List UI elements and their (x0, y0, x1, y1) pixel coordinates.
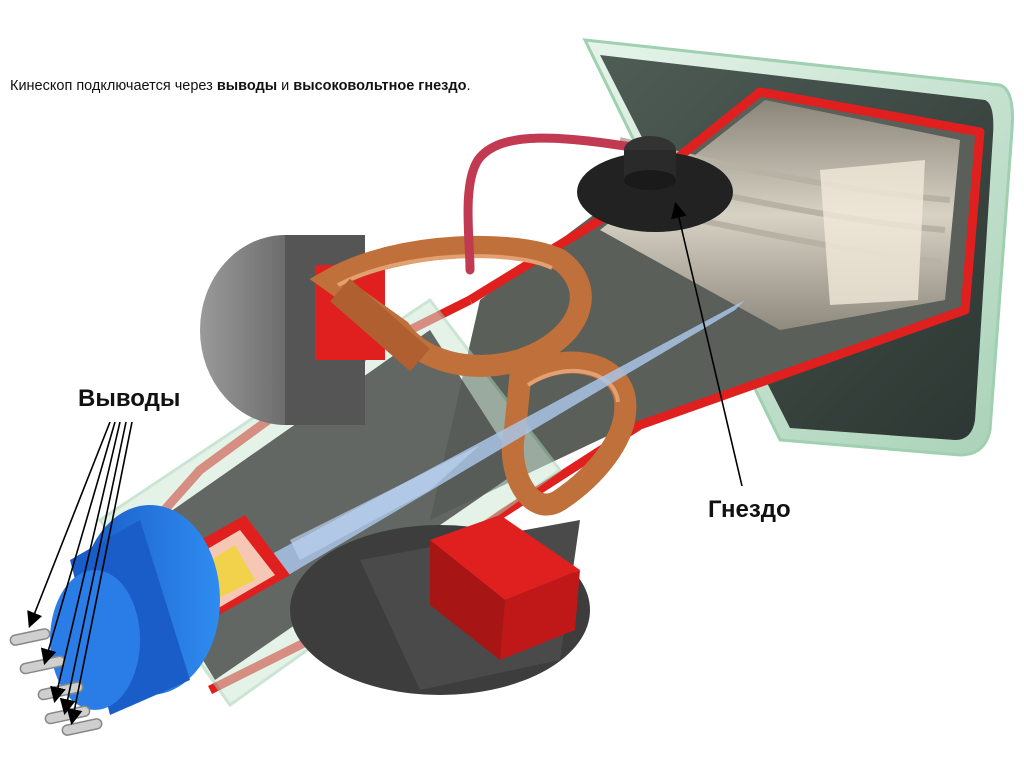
anode-cable (463, 133, 655, 275)
deflection-coils (309, 235, 637, 516)
focus-magnet (430, 515, 580, 660)
caption: Кинескоп подключается через выводы и выс… (10, 78, 470, 94)
caption-prefix: Кинескоп подключается через (10, 78, 217, 94)
anode-socket-icon (577, 136, 733, 232)
pin-icon (9, 628, 51, 646)
socket-arrow (671, 201, 743, 487)
pins-arrows (27, 421, 133, 726)
caption-middle: и (277, 78, 294, 94)
caption-term-pins: выводы (216, 78, 278, 94)
socket-label: Гнездо (708, 496, 791, 523)
pins-label: Выводы (78, 385, 181, 412)
caption-suffix: . (466, 78, 471, 94)
caption-term-socket: высоковольтное гнездо (293, 78, 467, 94)
